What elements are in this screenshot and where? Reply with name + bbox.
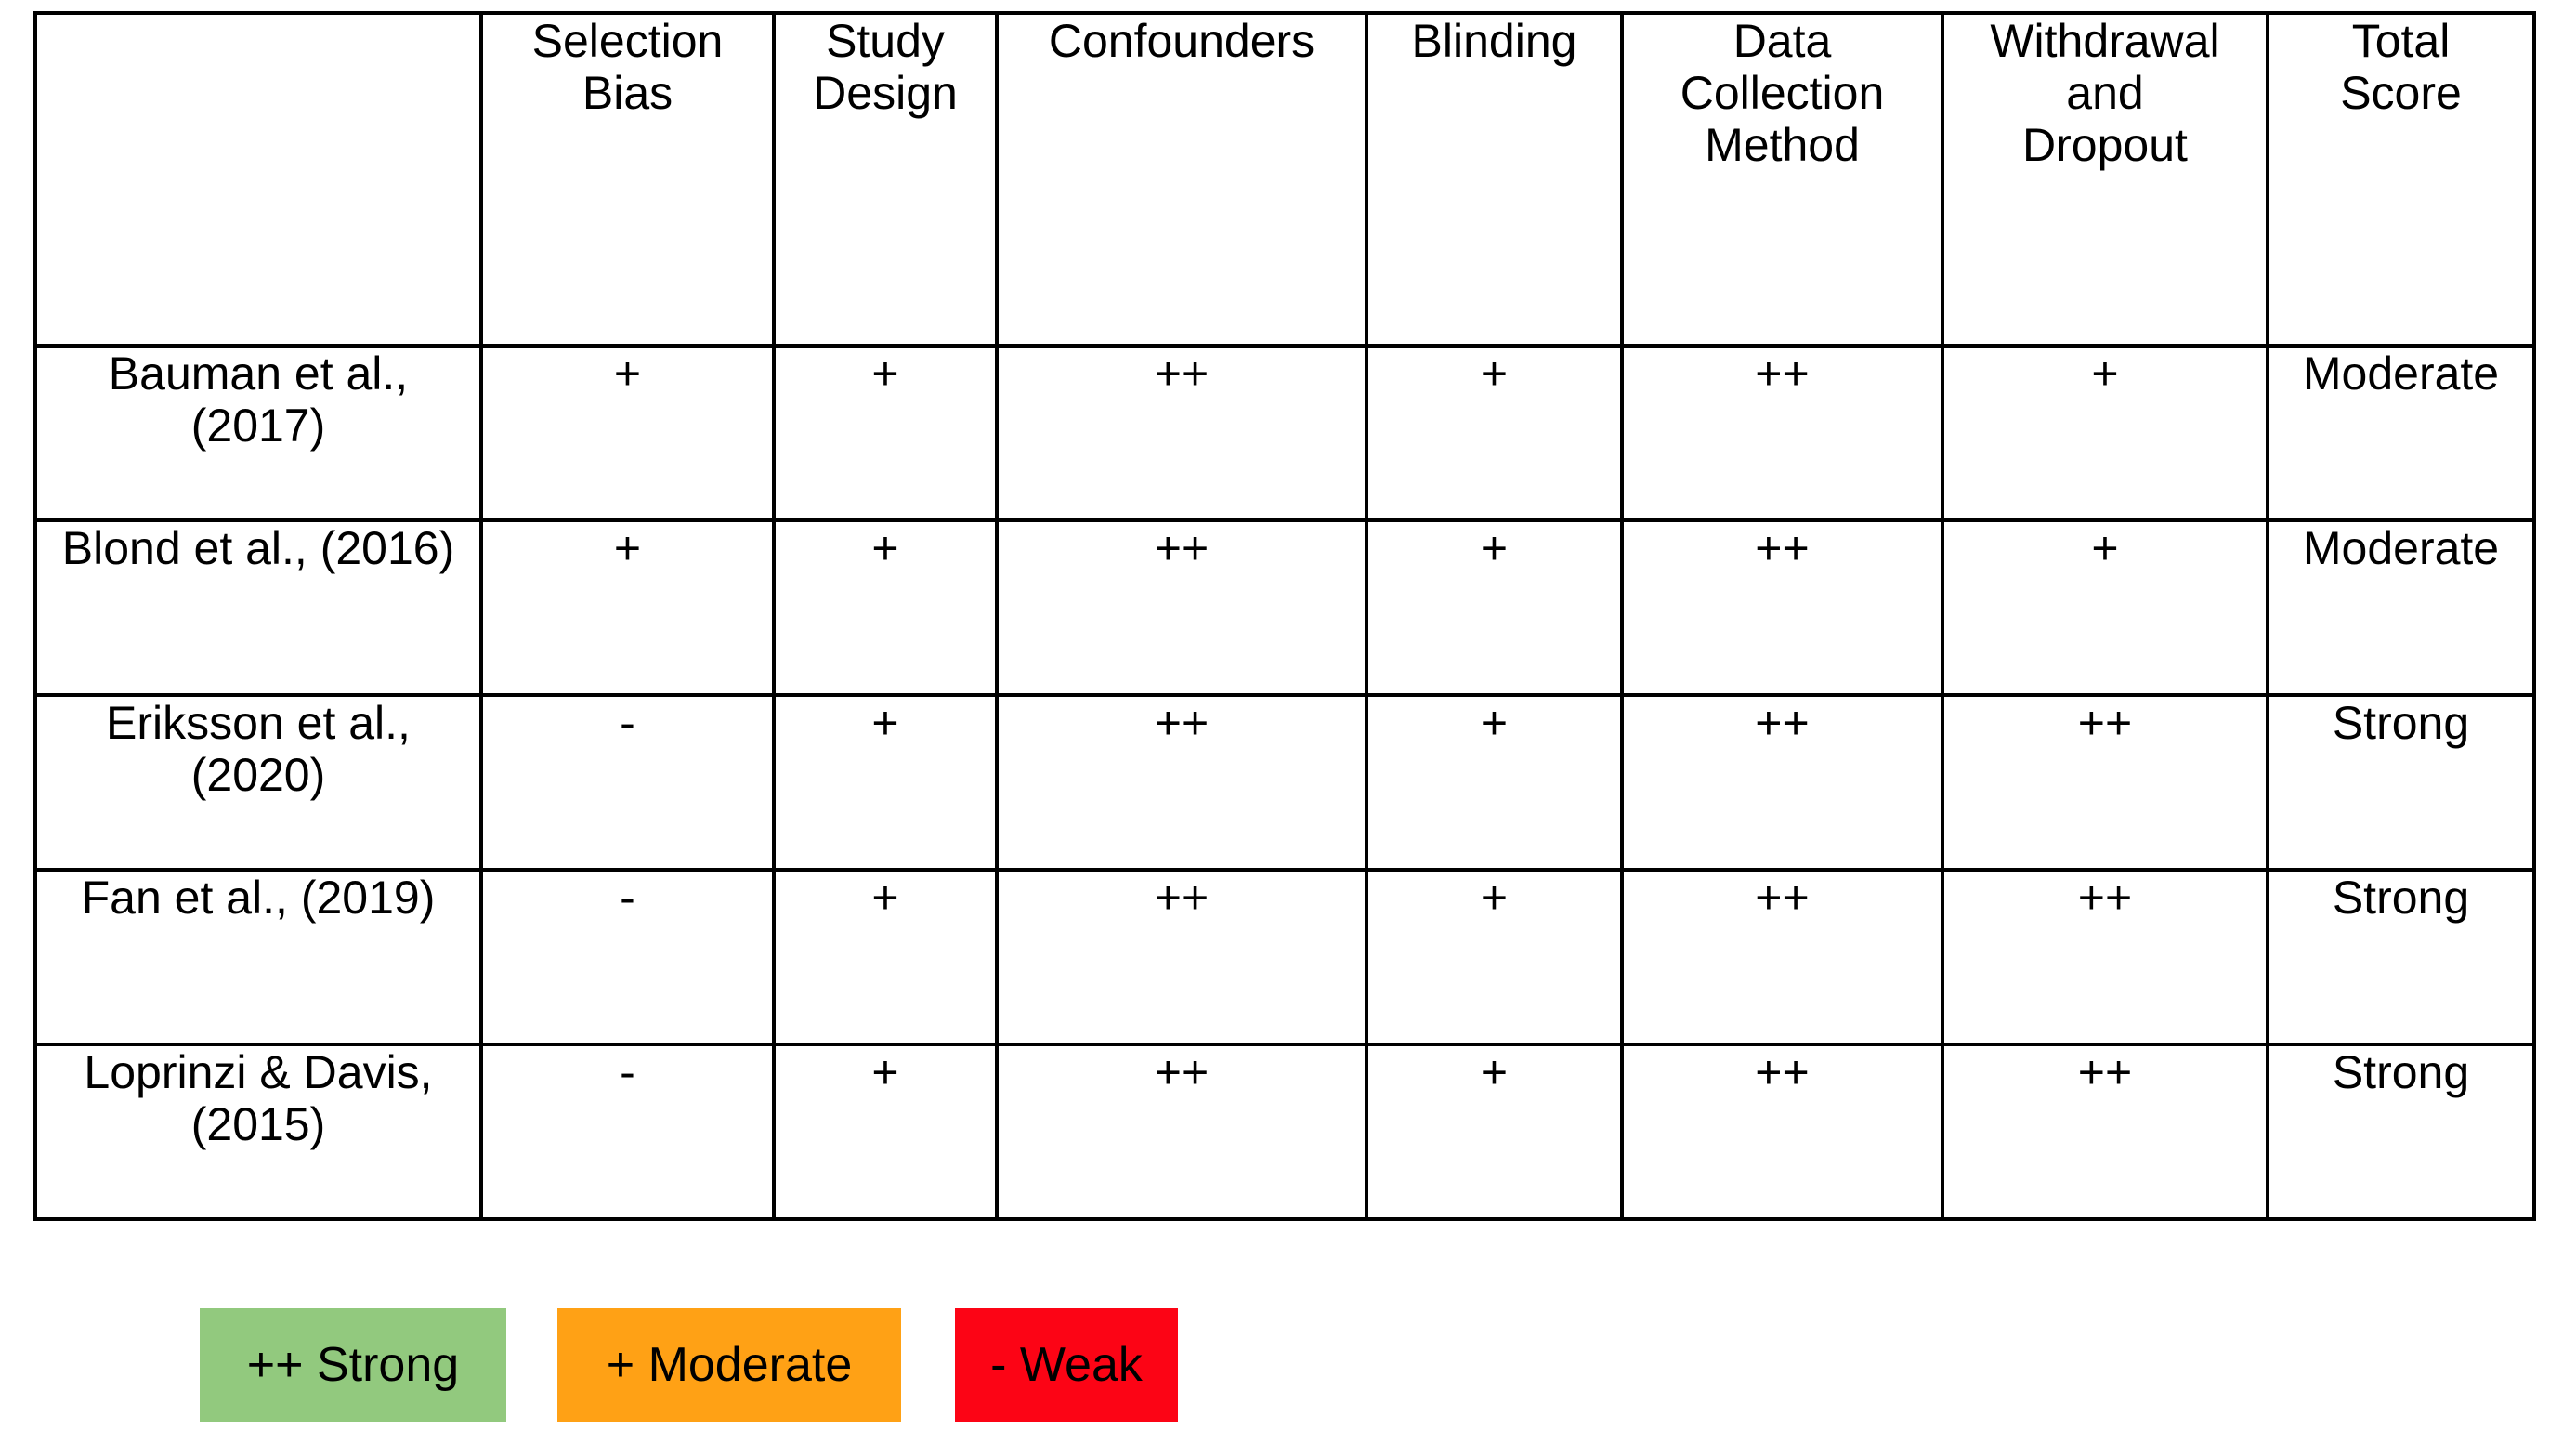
study-label: Bauman et al., (2017): [33, 344, 483, 522]
score-cell-sel: -: [479, 1043, 776, 1221]
score-cell-des: +: [772, 344, 999, 522]
score-cell-with: +: [1941, 518, 2269, 697]
table-row: Bauman et al., (2017)++++++++Moderate: [33, 344, 2536, 522]
score-cell-blind: +: [1365, 693, 1624, 872]
score-cell-total: Strong: [2266, 693, 2536, 872]
study-label: Eriksson et al., (2020): [33, 693, 483, 872]
study-label: Fan et al., (2019): [33, 868, 483, 1046]
score-cell-total: Moderate: [2266, 518, 2536, 697]
score-cell-des: +: [772, 518, 999, 697]
score-cell-des: +: [772, 693, 999, 872]
score-cell-sel: +: [479, 518, 776, 697]
score-cell-data: ++: [1620, 518, 1944, 697]
column-header-conf: Confounders: [995, 11, 1368, 348]
legend-item-weak: - Weak: [955, 1308, 1178, 1422]
score-cell-with: ++: [1941, 693, 2269, 872]
score-cell-total: Moderate: [2266, 344, 2536, 522]
legend-item-moderate: + Moderate: [557, 1308, 901, 1422]
score-cell-data: ++: [1620, 1043, 1944, 1221]
score-cell-sel: -: [479, 693, 776, 872]
column-header-blind: Blinding: [1365, 11, 1624, 348]
score-cell-total: Strong: [2266, 1043, 2536, 1221]
score-cell-data: ++: [1620, 868, 1944, 1046]
score-cell-conf: ++: [995, 1043, 1368, 1221]
score-cell-sel: +: [479, 344, 776, 522]
score-cell-conf: ++: [995, 868, 1368, 1046]
score-cell-with: ++: [1941, 1043, 2269, 1221]
score-cell-conf: ++: [995, 693, 1368, 872]
table-row: Loprinzi & Davis, (2015)-++++++++Strong: [33, 1043, 2536, 1221]
score-cell-des: +: [772, 1043, 999, 1221]
score-cell-blind: +: [1365, 1043, 1624, 1221]
score-cell-with: ++: [1941, 868, 2269, 1046]
study-label: Blond et al., (2016): [33, 518, 483, 697]
score-cell-blind: +: [1365, 518, 1624, 697]
table-row: Eriksson et al., (2020)-++++++++Strong: [33, 693, 2536, 872]
legend: ++ Strong + Moderate - Weak: [200, 1308, 1178, 1422]
study-label: Loprinzi & Davis, (2015): [33, 1043, 483, 1221]
score-cell-data: ++: [1620, 693, 1944, 872]
score-cell-total: Strong: [2266, 868, 2536, 1046]
table-row: Fan et al., (2019)-++++++++Strong: [33, 868, 2536, 1046]
table-row: Blond et al., (2016)++++++++Moderate: [33, 518, 2536, 697]
score-cell-conf: ++: [995, 518, 1368, 697]
score-cell-with: +: [1941, 344, 2269, 522]
score-cell-sel: -: [479, 868, 776, 1046]
score-cell-blind: +: [1365, 868, 1624, 1046]
score-cell-conf: ++: [995, 344, 1368, 522]
score-cell-data: ++: [1620, 344, 1944, 522]
score-cell-des: +: [772, 868, 999, 1046]
score-cell-blind: +: [1365, 344, 1624, 522]
header-corner-blank: [33, 11, 483, 348]
legend-item-strong: ++ Strong: [200, 1308, 506, 1422]
